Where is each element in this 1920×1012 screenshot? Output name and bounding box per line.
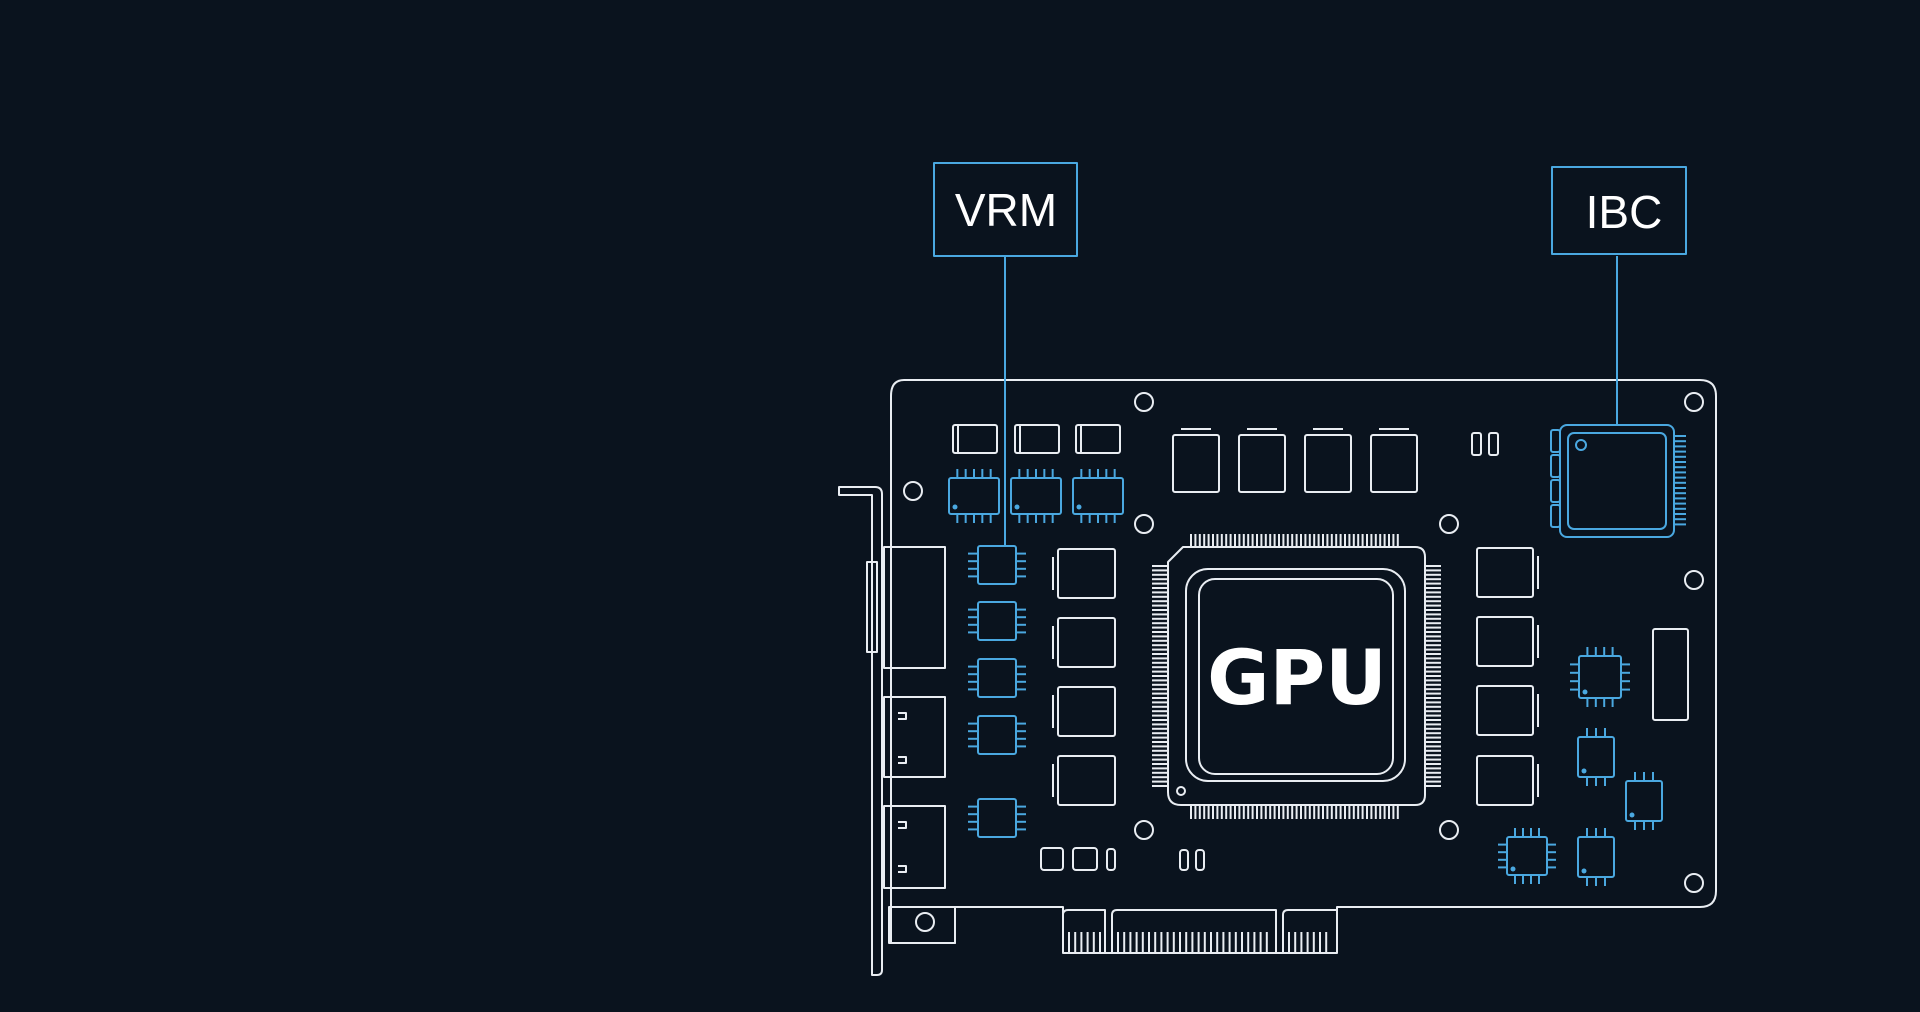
mounting-hole [915, 912, 935, 932]
pcb-board [838, 379, 1717, 976]
inductor [1057, 548, 1116, 599]
ibc-module [1550, 424, 1686, 538]
memory-chip [1172, 434, 1220, 493]
resistor [1471, 432, 1482, 456]
vrm-chip [968, 601, 1026, 641]
vrm-chip [968, 715, 1026, 755]
header-connector [1652, 628, 1689, 721]
small-capacitor [1072, 847, 1098, 871]
vrm-chip [968, 798, 1026, 838]
vrm-power-stage [1010, 469, 1062, 523]
callout-ibc-label: IBC [1586, 186, 1663, 238]
callout-vrm: VRM [933, 162, 1078, 547]
mounting-bracket [838, 486, 883, 976]
mounting-hole [1684, 392, 1704, 412]
mounting-hole [1439, 514, 1459, 534]
gpu-die [1198, 578, 1394, 775]
memory-chip [1304, 434, 1352, 493]
display-port-dvi [883, 546, 946, 669]
inductor [1057, 755, 1116, 806]
memory-chip [1370, 434, 1418, 493]
controller-chip [1577, 728, 1615, 786]
bracket-foot [888, 906, 956, 944]
mounting-hole [1134, 514, 1154, 534]
small-capacitor [1106, 848, 1116, 871]
connector-segments [1062, 909, 1337, 953]
display-port-1 [883, 696, 946, 778]
vrm-power-stage [948, 469, 1000, 523]
inductor [1476, 547, 1534, 598]
inductor [1057, 686, 1116, 737]
small-capacitor [1195, 849, 1205, 871]
edge-connector [1062, 909, 1337, 953]
callout-vrm-label: VRM [955, 184, 1057, 236]
capacitor [1014, 424, 1060, 454]
capacitor [952, 424, 998, 454]
mounting-hole [1439, 820, 1459, 840]
gpu-package [1152, 534, 1441, 819]
inductor [1476, 755, 1534, 806]
mounting-hole [1684, 570, 1704, 590]
pcb-outline [890, 379, 1717, 954]
controller-chip [1498, 828, 1556, 884]
inductor [1476, 685, 1534, 736]
inductor [1476, 616, 1534, 667]
controller-chip [1625, 772, 1663, 830]
small-capacitor [1179, 849, 1189, 871]
mounting-hole [1134, 392, 1154, 412]
pin1-marker [1176, 786, 1186, 796]
board-components [948, 424, 1689, 886]
small-capacitor [1040, 847, 1064, 871]
memory-chip [1238, 434, 1286, 493]
gpu-substrate [1167, 546, 1426, 806]
controller-chip [1570, 647, 1630, 707]
mounting-hole [1134, 820, 1154, 840]
bracket-tab [866, 561, 878, 653]
mounting-hole [1684, 873, 1704, 893]
resistor [1488, 432, 1499, 456]
vrm-chip [968, 545, 1026, 585]
capacitor [1075, 424, 1121, 454]
gpu-label: GPU [1207, 633, 1387, 722]
display-port-2 [883, 805, 946, 889]
controller-chip [1577, 828, 1615, 886]
mounting-hole [903, 481, 923, 501]
gpu-heatspreader [1185, 568, 1406, 782]
vrm-power-stage [1072, 469, 1124, 523]
inductor [1057, 617, 1116, 668]
vrm-chip [968, 658, 1026, 698]
callout-ibc: IBC [1551, 166, 1687, 424]
